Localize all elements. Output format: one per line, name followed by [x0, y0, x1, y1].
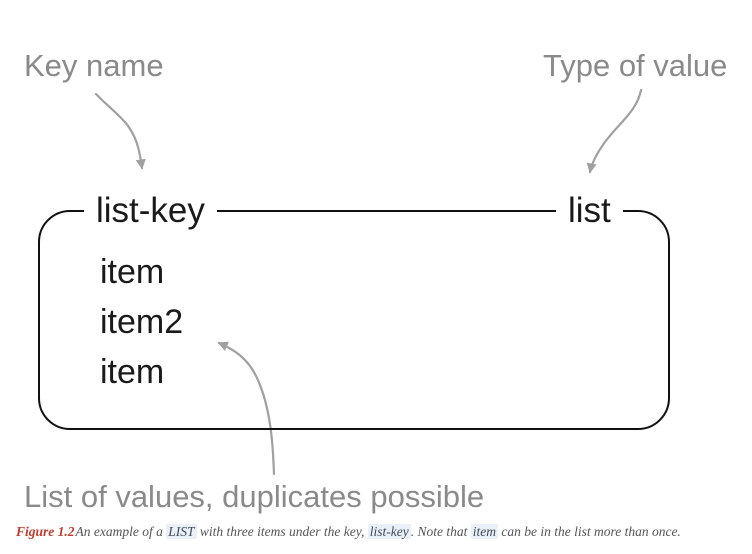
type-of-value-annotation: Type of value — [543, 48, 728, 83]
figure-number: Figure 1.2 — [16, 524, 75, 539]
caption-text: An example of a — [75, 524, 167, 539]
type-of-value-arrow-icon — [586, 88, 643, 174]
caption-code-item: item — [470, 524, 498, 539]
list-items: item item2 item — [100, 247, 183, 397]
list-box — [38, 210, 670, 430]
figure-caption: Figure 1.2An example of a LIST with thre… — [16, 522, 681, 542]
caption-code-list-key: list-key — [367, 524, 411, 539]
caption-text: . Note that — [410, 524, 471, 539]
caption-text: with three items under the key, — [196, 524, 368, 539]
key-name-arrow-icon — [94, 92, 146, 170]
value-type-label: list — [556, 192, 623, 229]
key-name-annotation: Key name — [24, 48, 164, 83]
list-key-label: list-key — [84, 192, 217, 229]
caption-code-list: LIST — [166, 524, 197, 539]
list-of-values-arrow-icon — [217, 341, 276, 476]
list-item: item — [100, 353, 165, 391]
list-of-values-annotation: List of values, duplicates possible — [24, 479, 485, 514]
caption-text: can be in the list more than once. — [497, 524, 681, 539]
list-item: item — [100, 253, 165, 291]
list-item: item2 — [100, 303, 184, 341]
